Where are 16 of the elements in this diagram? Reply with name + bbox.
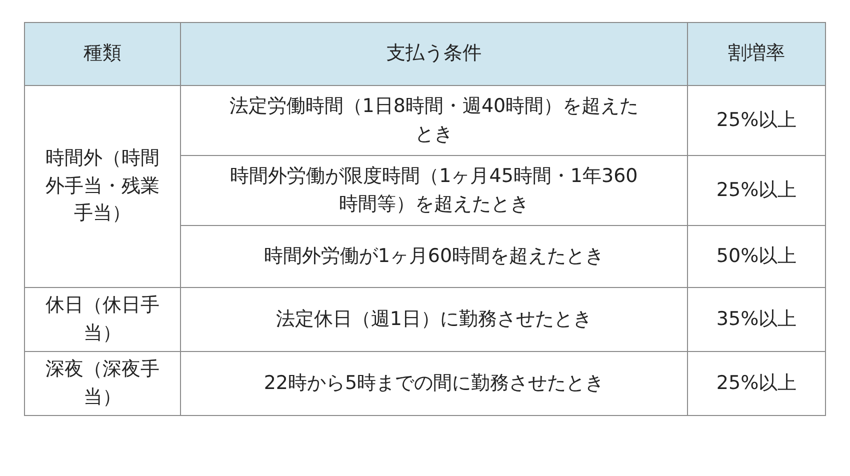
rate-value: 25%以上 — [716, 178, 797, 203]
column-header: 種類 — [83, 41, 122, 66]
condition-text: 時間外労働が限度時間（1ヶ月45時間・1年360時間等）を超えたとき — [229, 164, 639, 216]
rate-value: 50%以上 — [716, 244, 797, 269]
condition-text: 法定休日（週1日）に勤務させたとき — [276, 306, 592, 332]
condition-text: 22時から5時までの間に勤務させたとき — [264, 370, 604, 396]
rate-value: 25%以上 — [716, 108, 797, 133]
rate-value: 25%以上 — [716, 370, 797, 396]
column-header: 割増率 — [728, 41, 786, 66]
condition-text: 法定労働時間（1日8時間・週40時間）を超えたとき — [228, 94, 640, 146]
column-header: 支払う条件 — [386, 41, 482, 66]
rate-value: 35%以上 — [716, 306, 797, 332]
category-label: 時間外（時間外手当・残業手当） — [44, 146, 160, 226]
category-label: 深夜（深夜手当） — [44, 357, 160, 410]
category-label: 休日（休日手当） — [44, 293, 160, 346]
condition-text: 時間外労働が1ヶ月60時間を超えたとき — [264, 244, 604, 269]
